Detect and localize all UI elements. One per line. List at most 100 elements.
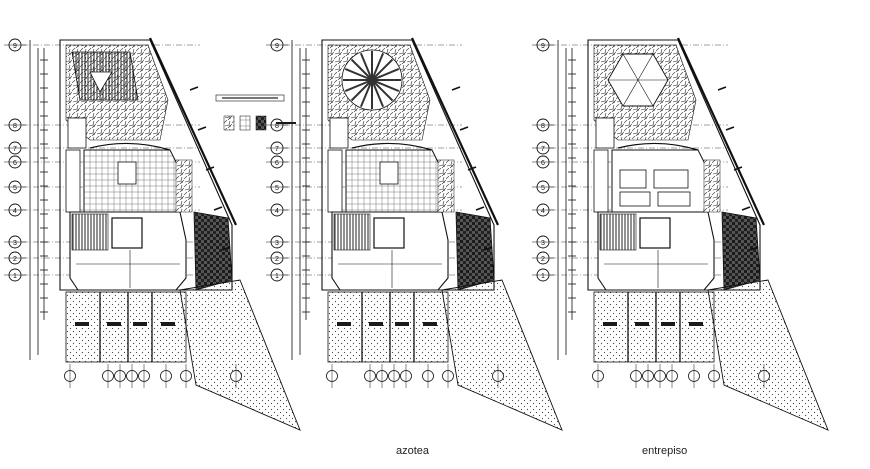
- dome-rib: [371, 52, 385, 81]
- room: [657, 191, 691, 207]
- legend-swatch: [255, 115, 267, 131]
- grid-bubble-label: 4: [13, 208, 17, 215]
- grid-bubble-label: 8: [275, 123, 279, 130]
- stone-wall: [721, 211, 761, 291]
- parking-label: [635, 322, 649, 326]
- grid-bubble-label: 2: [13, 256, 17, 263]
- terrace-curve: [617, 142, 699, 151]
- grid-bubble-label: 1: [541, 273, 545, 280]
- dome-rib: [371, 58, 394, 81]
- parking-label: [107, 322, 121, 326]
- street-marker: [467, 166, 477, 171]
- street-marker: [741, 206, 751, 211]
- hexagon-division: [637, 79, 654, 107]
- terrace-curve: [89, 142, 171, 151]
- parking-label: [423, 322, 437, 326]
- street-marker: [451, 86, 461, 91]
- street-marker: [733, 166, 743, 171]
- parking-label: [133, 322, 147, 326]
- dome-rib: [350, 79, 373, 102]
- grid-bubble-label: 5: [275, 185, 279, 192]
- grid-bubble-label: 2: [275, 256, 279, 263]
- hexagon-division: [622, 79, 639, 107]
- grid-bubble-label: 9: [275, 43, 279, 50]
- street-marker: [459, 126, 469, 131]
- grid-bubble-label: 7: [541, 146, 545, 153]
- grid-bubble-label: 9: [13, 43, 17, 50]
- floor-plan-roof: 9 8 7 6 5 4 3 2 1: [266, 37, 563, 431]
- room: [619, 169, 647, 189]
- legend-swatch: [223, 115, 235, 131]
- plan-label-entrepiso: entrepiso: [642, 445, 688, 457]
- parking-label: [161, 322, 175, 326]
- dome-rib: [371, 79, 394, 102]
- hexagon-division: [637, 53, 654, 81]
- front-garden: [707, 279, 829, 431]
- grid-bubble-label: 9: [541, 43, 545, 50]
- grid-bubble-label: 8: [13, 123, 17, 130]
- stone-wall: [455, 211, 495, 291]
- roof-skylight: [89, 71, 113, 93]
- grid-bubble-label: 6: [13, 160, 17, 167]
- driveway: [593, 291, 715, 363]
- street-marker: [717, 86, 727, 91]
- parking-label: [369, 322, 383, 326]
- grid-bubble-label: 4: [541, 208, 545, 215]
- grid-bubble-label: 5: [541, 185, 545, 192]
- street-marker: [749, 246, 759, 251]
- service-room: [329, 117, 349, 149]
- front-garden: [179, 279, 301, 431]
- parking-label: [661, 322, 675, 326]
- service-wall: [327, 149, 343, 213]
- grid-bubble-label: 6: [541, 160, 545, 167]
- dome-rib: [359, 79, 373, 108]
- legend-bar-fill: [222, 97, 278, 99]
- stone-strip: [175, 159, 193, 213]
- dome-rib: [344, 67, 373, 81]
- legend-block: [215, 94, 296, 131]
- street-marker: [475, 206, 485, 211]
- street-edge: [149, 37, 237, 226]
- dome-rib: [344, 79, 373, 93]
- room-box: [373, 217, 405, 249]
- parking-label: [603, 322, 617, 326]
- dome-rib: [371, 79, 400, 93]
- stair: [333, 213, 371, 251]
- room: [379, 161, 399, 185]
- street-marker: [221, 246, 231, 251]
- legend-line: [276, 122, 296, 124]
- parking-label: [395, 322, 409, 326]
- grid-bubble-label: 5: [13, 185, 17, 192]
- room: [619, 191, 651, 207]
- dome-rib: [371, 79, 385, 108]
- room-box: [111, 217, 143, 249]
- stone-wall: [193, 211, 233, 291]
- grid-bubble-label: 1: [13, 273, 17, 280]
- grid-bubble-label: 3: [13, 240, 17, 247]
- service-room: [67, 117, 87, 149]
- street-edge: [677, 37, 765, 226]
- grid-bubble-label: 7: [275, 146, 279, 153]
- grid-bubble-label: 7: [13, 146, 17, 153]
- grid-bubble-label: 4: [275, 208, 279, 215]
- stone-strip: [437, 159, 455, 213]
- grid-bubble-label: 3: [541, 240, 545, 247]
- driveway: [65, 291, 187, 363]
- street-marker: [189, 86, 199, 91]
- service-room: [595, 117, 615, 149]
- street-marker: [197, 126, 207, 131]
- front-garden: [441, 279, 563, 431]
- service-wall: [593, 149, 609, 213]
- driveway: [327, 291, 449, 363]
- grid-bubble-label: 3: [275, 240, 279, 247]
- grid-bubble-label: 2: [541, 256, 545, 263]
- grid-bubble-label: 6: [275, 160, 279, 167]
- stair: [599, 213, 637, 251]
- stone-strip: [703, 159, 721, 213]
- parking-label: [75, 322, 89, 326]
- street-edge: [411, 37, 499, 226]
- service-wall: [65, 149, 81, 213]
